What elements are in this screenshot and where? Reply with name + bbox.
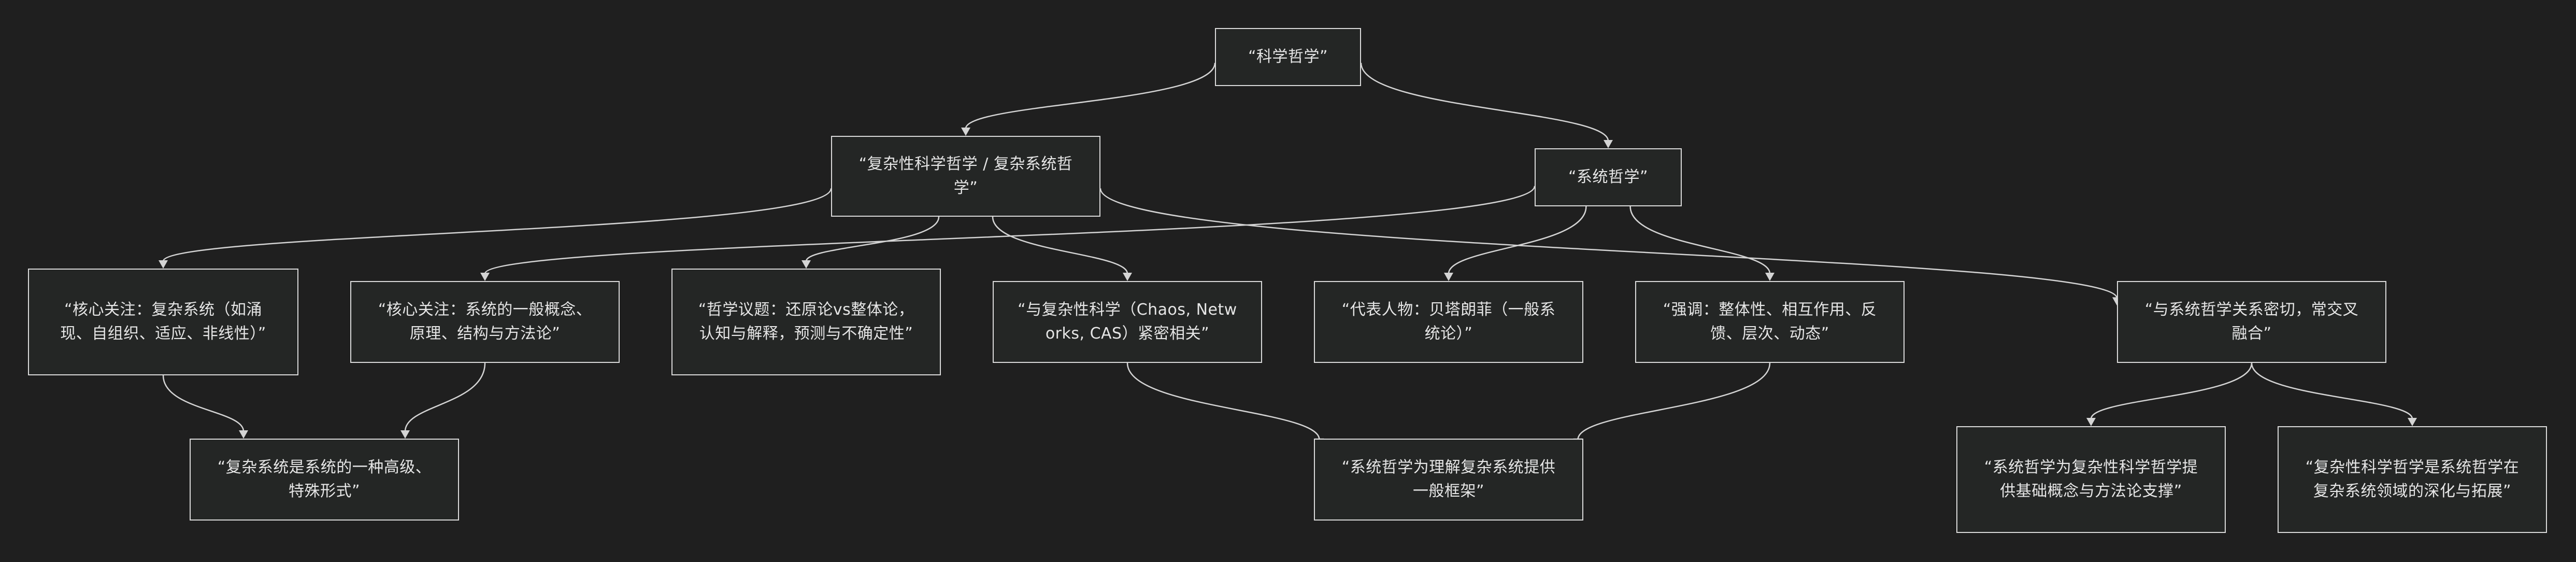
node-label: “系统哲学为复杂性科学哲学提供基础概念与方法论支撑” bbox=[1984, 458, 2198, 500]
edge-relation-to-extension bbox=[2251, 362, 2413, 419]
arrowhead-relation-to-extension bbox=[2408, 418, 2417, 426]
node-label: “核心关注：系统的一般概念、原理、结构与方法论” bbox=[378, 301, 592, 343]
node-systems-philosophy: “系统哲学” bbox=[1535, 148, 1682, 206]
node-label: “与系统哲学关系密切，常交叉融合” bbox=[2144, 301, 2359, 343]
edge-csp_related-to-framework bbox=[1126, 362, 1320, 440]
edge-sp-to-sp_emphasis bbox=[1629, 206, 1771, 274]
edge-relation-to-foundation bbox=[2090, 362, 2253, 419]
node-label: “代表人物：贝塔朗菲（一般系统论）” bbox=[1341, 301, 1556, 343]
node-special-form: “复杂系统是系统的一种高级、特殊形式” bbox=[190, 439, 459, 521]
node-label: “科学哲学” bbox=[1248, 48, 1328, 66]
arrowhead-root-to-sp bbox=[1604, 140, 1613, 148]
node-deepening-extension: “复杂性科学哲学是系统哲学在复杂系统领域的深化与拓展” bbox=[2278, 426, 2547, 533]
arrowhead-sp-to-sp_focus bbox=[480, 273, 490, 281]
edge-csp-to-csp_issues bbox=[805, 216, 940, 262]
edge-sp-to-sp_focus bbox=[484, 186, 1536, 274]
edge-csp_focus-to-special_case bbox=[162, 375, 245, 432]
node-representative-figure: “代表人物：贝塔朗菲（一般系统论）” bbox=[1314, 281, 1583, 363]
arrowhead-root-to-csp bbox=[961, 128, 970, 136]
node-complexity-philosophy: “复杂性科学哲学 / 复杂系统哲学” bbox=[831, 136, 1100, 217]
arrowhead-csp-to-csp_focus bbox=[159, 260, 168, 269]
edge-root-to-csp bbox=[965, 63, 1216, 129]
edge-root-to-sp bbox=[1360, 63, 1609, 142]
edge-csp-to-relation bbox=[1099, 188, 2118, 299]
node-label: “复杂性科学哲学 / 复杂系统哲学” bbox=[858, 155, 1073, 197]
edge-sp-to-sp_figure bbox=[1448, 206, 1587, 274]
node-foundation-support: “系统哲学为复杂性科学哲学提供基础概念与方法论支撑” bbox=[1956, 426, 2226, 533]
edge-sp_focus-to-special_case bbox=[404, 362, 486, 432]
node-close-relation: “与系统哲学关系密切，常交叉融合” bbox=[2117, 281, 2386, 363]
edge-csp-to-csp_related bbox=[992, 216, 1128, 274]
edge-sp_emphasis-to-framework bbox=[1577, 362, 1771, 440]
arrowhead-sp-to-sp_emphasis bbox=[1765, 273, 1774, 281]
node-label: “与复杂性科学（Chaos, Networks, CAS）紧密相关” bbox=[1018, 301, 1237, 343]
node-label: “复杂系统是系统的一种高级、特殊形式” bbox=[217, 458, 432, 500]
node-science-philosophy: “科学哲学” bbox=[1215, 28, 1361, 86]
node-label: “系统哲学” bbox=[1568, 168, 1649, 186]
node-label: “哲学议题：还原论vs整体论，认知与解释，预测与不确定性” bbox=[698, 301, 914, 343]
arrowhead-csp_focus-to-special_case bbox=[239, 430, 248, 439]
node-label: “强调：整体性、相互作用、反馈、层次、动态” bbox=[1663, 301, 1877, 343]
node-sp-core-focus: “核心关注：系统的一般概念、原理、结构与方法论” bbox=[350, 281, 620, 363]
arrowhead-sp_focus-to-special_case bbox=[400, 430, 410, 439]
node-label: “核心关注：复杂系统（如涌现、自组织、适应、非线性）” bbox=[60, 301, 266, 343]
node-general-framework: “系统哲学为理解复杂系统提供一般框架” bbox=[1314, 439, 1583, 521]
node-sp-emphasis: “强调：整体性、相互作用、反馈、层次、动态” bbox=[1635, 281, 1905, 363]
node-label: “系统哲学为理解复杂系统提供一般框架” bbox=[1341, 458, 1556, 500]
arrowhead-csp-to-csp_related bbox=[1123, 273, 1132, 281]
node-philosophical-issues: “哲学议题：还原论vs整体论，认知与解释，预测与不确定性” bbox=[671, 269, 941, 375]
node-label: “复杂性科学哲学是系统哲学在复杂系统领域的深化与拓展” bbox=[2305, 458, 2520, 500]
node-complexity-science-related: “与复杂性科学（Chaos, Networks, CAS）紧密相关” bbox=[993, 281, 1262, 363]
arrowhead-relation-to-foundation bbox=[2086, 418, 2096, 426]
arrowhead-csp-to-csp_issues bbox=[802, 260, 811, 269]
edge-csp-to-csp_focus bbox=[162, 188, 832, 262]
node-csp-core-focus: “核心关注：复杂系统（如涌现、自组织、适应、非线性）” bbox=[28, 269, 298, 375]
arrowhead-sp-to-sp_figure bbox=[1444, 273, 1453, 281]
